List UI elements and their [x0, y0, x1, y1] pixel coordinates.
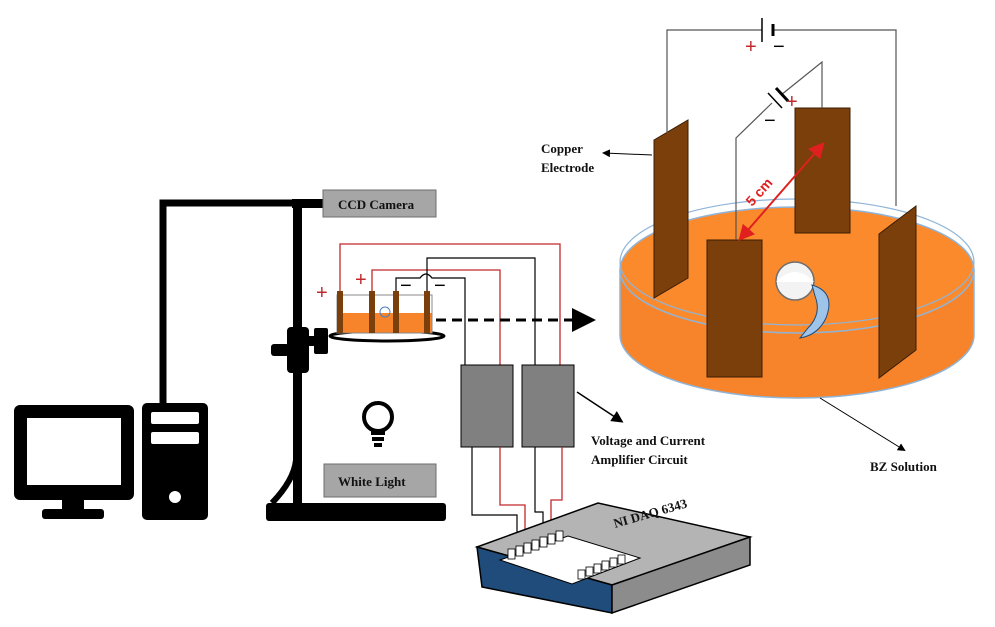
battery2-plus: + — [786, 91, 798, 113]
small-plus-sign-2: + — [355, 269, 367, 291]
battery1-minus: − — [773, 36, 785, 58]
copper-pointer-arrow — [602, 149, 653, 158]
battery1-plus: + — [745, 36, 757, 58]
computer-monitor-icon — [14, 405, 134, 519]
bz-pointer-arrow — [819, 397, 906, 452]
small-plus-sign-1: + — [316, 282, 328, 304]
ni-daq-device: NI DAQ 6343 — [474, 495, 753, 615]
distance-arrow — [738, 141, 825, 242]
bz-solution-label: BZ Solution — [870, 459, 938, 474]
copper-electrode-right — [878, 204, 917, 380]
ccd-camera-text: CCD Camera — [338, 197, 415, 212]
copper-electrode-back — [794, 107, 851, 234]
amplifier-label-line1: Voltage and Current — [591, 433, 706, 448]
amplifier-label-line2: Amplifier Circuit — [591, 452, 688, 467]
computer-tower-icon — [142, 403, 208, 520]
copper-electrode-label-line2: Electrode — [541, 160, 594, 175]
small-petri-dish — [336, 291, 433, 334]
copper-electrode-label-line1: Copper — [541, 141, 583, 156]
small-minus-sign-1: − — [400, 275, 412, 297]
white-light-label: White Light — [323, 463, 437, 498]
copper-electrode-front — [706, 239, 763, 378]
amplifier-circuit — [460, 364, 575, 448]
bz-dish-wiring — [666, 18, 897, 240]
computer-cable — [159, 199, 296, 403]
ccd-camera-label: CCD Camera — [322, 189, 437, 218]
white-light-text: White Light — [338, 474, 406, 489]
amplifier-pointer-arrow — [576, 391, 624, 423]
copper-electrode-left — [653, 119, 689, 299]
light-bulb-icon — [362, 401, 394, 447]
small-minus-sign-2: − — [434, 275, 446, 297]
battery2-minus: − — [764, 110, 776, 132]
small-dish-wiring — [339, 243, 561, 365]
